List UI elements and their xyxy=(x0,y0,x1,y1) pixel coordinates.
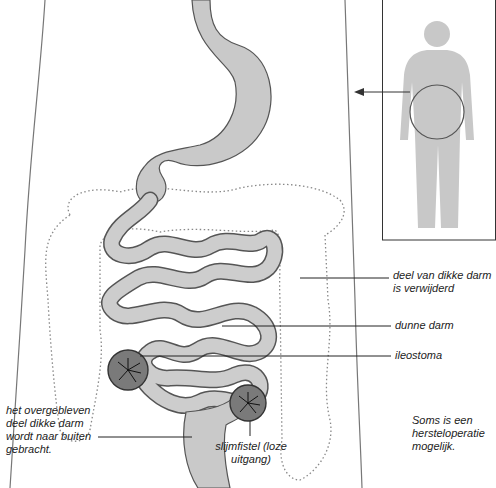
torso-outline xyxy=(345,0,362,488)
fistula-symbol xyxy=(230,385,266,421)
callout-label: het overgebleven deel dikke darm wordt n… xyxy=(6,404,94,456)
human-silhouette xyxy=(400,21,474,228)
stomach xyxy=(136,0,271,203)
pointer-arrow xyxy=(354,88,410,96)
focus-circle xyxy=(410,85,464,139)
inset-frame xyxy=(383,0,496,240)
callout-label: ileostoma xyxy=(395,349,490,362)
callout-label: dunne darm xyxy=(395,319,490,332)
callout-label: slijmfistel (loze uitgang) xyxy=(208,440,294,466)
leader-lines xyxy=(98,278,391,437)
callout-label: Soms is een hersteloperatie mogelijk. xyxy=(412,414,492,453)
callout-label: deel van dikke darm is verwijderd xyxy=(393,269,493,295)
